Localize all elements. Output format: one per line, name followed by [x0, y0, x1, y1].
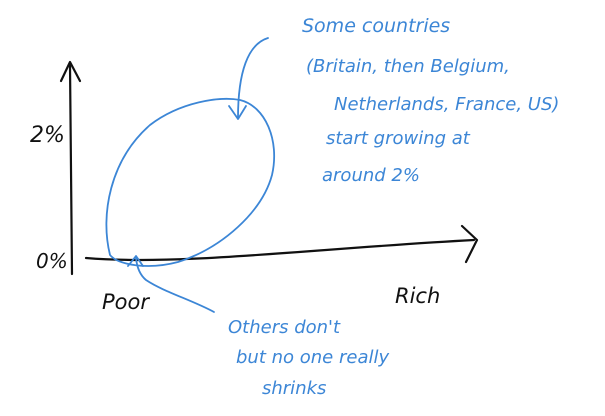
- y-label-0-percent: 0%: [36, 249, 68, 273]
- y-label-2-percent: 2%: [30, 123, 65, 148]
- bottom-annotation-line-2: but no one really: [236, 347, 389, 368]
- top-annotation-arrow: [237, 37, 269, 119]
- bottom-annotation-line-3: shrinks: [262, 378, 326, 399]
- top-annotation-line-3: Netherlands, France, US): [334, 94, 559, 115]
- x-label-rich: Rich: [395, 284, 440, 308]
- y-axis: [68, 63, 74, 276]
- bottom-annotation-arrow: [135, 257, 215, 313]
- growth-loop: [105, 97, 276, 267]
- top-annotation-line-4: start growing at: [326, 128, 471, 149]
- x-axis-arrowhead: [460, 224, 479, 264]
- top-annotation-line-1: Some countries: [302, 15, 450, 37]
- top-annotation-line-2: (Britain, then Belgium,: [306, 56, 510, 77]
- bottom-annotation-line-1: Others don't: [228, 317, 341, 338]
- bottom-annotation-arrowhead: [127, 255, 144, 267]
- top-annotation-line-5: around 2%: [322, 165, 420, 186]
- x-axis: [84, 238, 476, 262]
- y-axis-arrowhead: [59, 60, 82, 83]
- top-annotation-arrowhead: [228, 105, 247, 120]
- x-label-poor: Poor: [102, 290, 150, 314]
